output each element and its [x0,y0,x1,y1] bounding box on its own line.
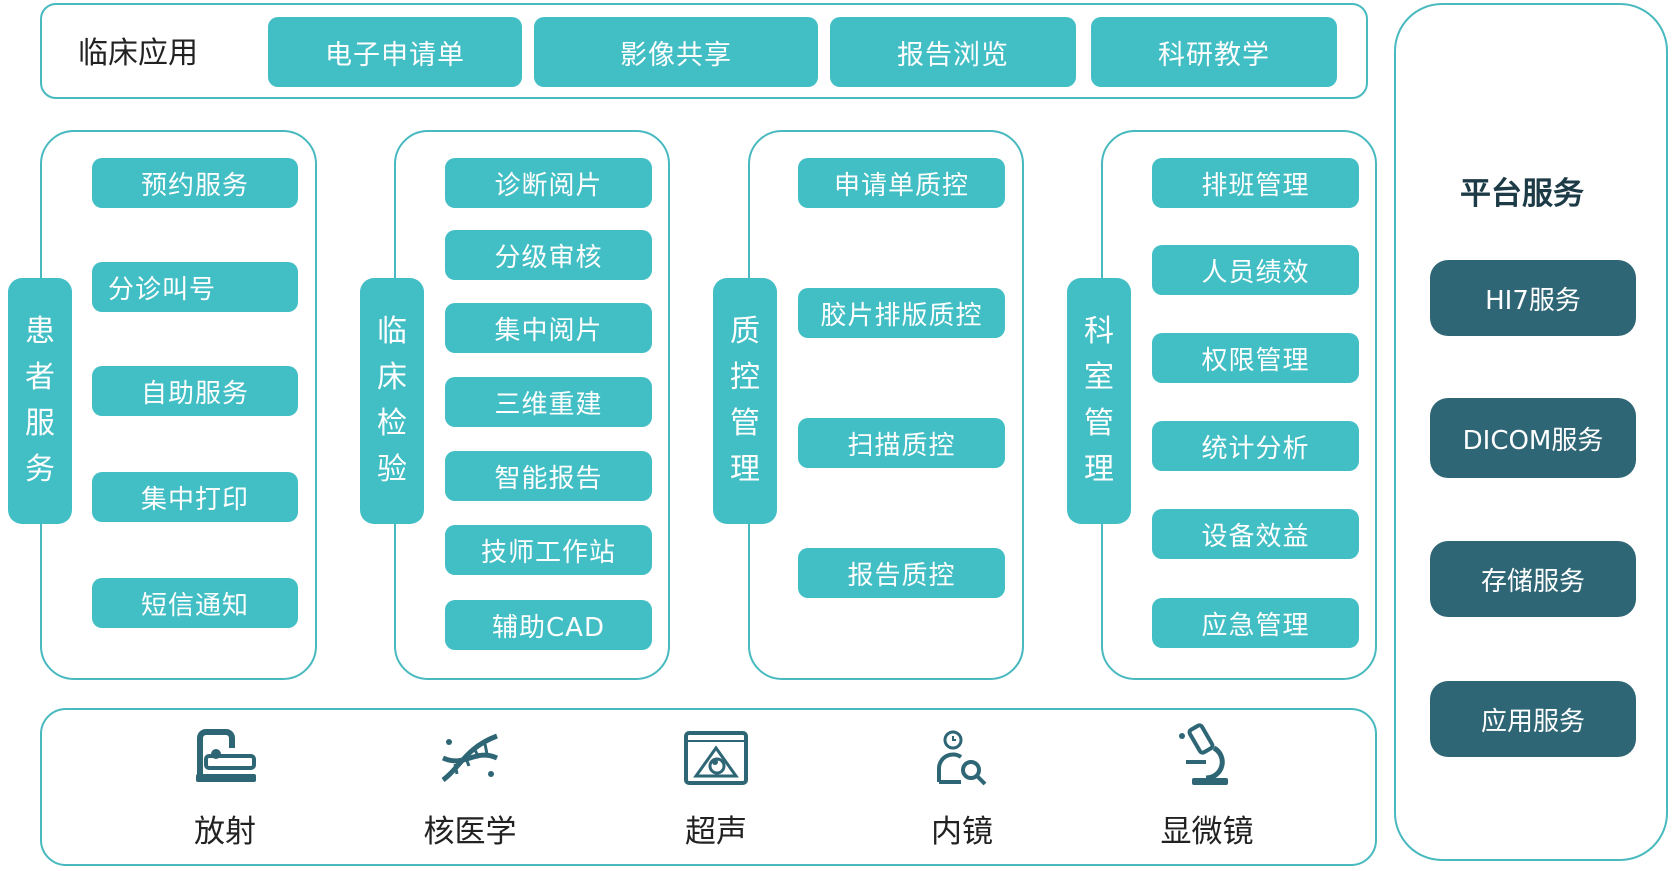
exam-diagnosis-reading[interactable]: 诊断阅片 [445,158,652,208]
modality-nuclear-medicine[interactable]: 核医学 [380,728,560,851]
modality-label: 显微镜 [1160,814,1254,850]
tab-char: 检 [377,406,407,441]
platform-application[interactable]: 应用服务 [1430,681,1636,757]
clinical-apps-title: 临床应用 [78,36,198,71]
app-image-sharing[interactable]: 影像共享 [534,17,818,87]
dept-performance[interactable]: 人员绩效 [1152,245,1359,295]
svc-triage-call[interactable]: 分诊叫号 [92,262,298,312]
modality-label: 放射 [194,814,256,850]
qc-management-tab: 质 控 管 理 [713,278,777,524]
radiology-icon [196,729,256,782]
svc-self-service[interactable]: 自助服务 [92,366,298,416]
tab-char: 者 [25,360,55,395]
exam-smart-report[interactable]: 智能报告 [445,451,652,501]
dept-statistics[interactable]: 统计分析 [1152,421,1359,471]
modality-radiology[interactable]: 放射 [135,728,315,851]
modality-label: 核医学 [423,814,517,850]
svc-sms-notify[interactable]: 短信通知 [92,578,298,628]
tab-char: 服 [25,406,55,441]
qc-film-layout[interactable]: 胶片排版质控 [798,288,1005,338]
platform-hl7[interactable]: HI7服务 [1430,260,1636,336]
tab-char: 科 [1084,314,1114,349]
dept-management-tab: 科 室 管 理 [1067,278,1131,524]
tab-char: 质 [730,314,760,349]
tab-char: 床 [377,360,407,395]
svc-central-print[interactable]: 集中打印 [92,472,298,522]
qc-request-form[interactable]: 申请单质控 [798,158,1005,208]
modality-endoscope[interactable]: 内镜 [872,728,1052,851]
modality-label: 超声 [685,814,747,850]
exam-3d-reconstruction[interactable]: 三维重建 [445,377,652,427]
endoscope-icon [937,730,987,786]
tab-char: 务 [25,452,55,487]
exam-technician-workstation[interactable]: 技师工作站 [445,525,652,575]
app-report-browse[interactable]: 报告浏览 [830,17,1076,87]
tab-char: 管 [730,406,760,441]
dept-emergency[interactable]: 应急管理 [1152,598,1359,648]
tab-char: 验 [377,452,407,487]
qc-scan[interactable]: 扫描质控 [798,418,1005,468]
platform-storage[interactable]: 存储服务 [1430,541,1636,617]
app-e-request[interactable]: 电子申请单 [268,17,522,87]
tab-char: 理 [730,452,760,487]
platform-title: 平台服务 [1460,176,1584,212]
modality-microscope[interactable]: 显微镜 [1117,722,1297,851]
microscope-icon [1179,723,1228,785]
dna-icon [441,733,499,783]
exam-graded-review[interactable]: 分级审核 [445,230,652,280]
patient-service-tab: 患 者 服 务 [8,278,72,524]
dept-equipment-benefit[interactable]: 设备效益 [1152,509,1359,559]
platform-dicom[interactable]: DICOM服务 [1430,398,1636,478]
modality-label: 内镜 [931,814,993,850]
tab-char: 室 [1084,360,1114,395]
tab-char: 患 [25,314,55,349]
exam-cad[interactable]: 辅助CAD [445,600,652,650]
ultrasound-icon [684,731,748,785]
tab-char: 临 [377,314,407,349]
tab-char: 理 [1084,452,1114,487]
dept-permissions[interactable]: 权限管理 [1152,333,1359,383]
exam-central-reading[interactable]: 集中阅片 [445,303,652,353]
tab-char: 管 [1084,406,1114,441]
clinical-exam-tab: 临 床 检 验 [360,278,424,524]
tab-char: 控 [730,360,760,395]
app-research-teaching[interactable]: 科研教学 [1091,17,1337,87]
qc-report[interactable]: 报告质控 [798,548,1005,598]
dept-scheduling[interactable]: 排班管理 [1152,158,1359,208]
modality-ultrasound[interactable]: 超声 [626,728,806,851]
svc-appointment[interactable]: 预约服务 [92,158,298,208]
